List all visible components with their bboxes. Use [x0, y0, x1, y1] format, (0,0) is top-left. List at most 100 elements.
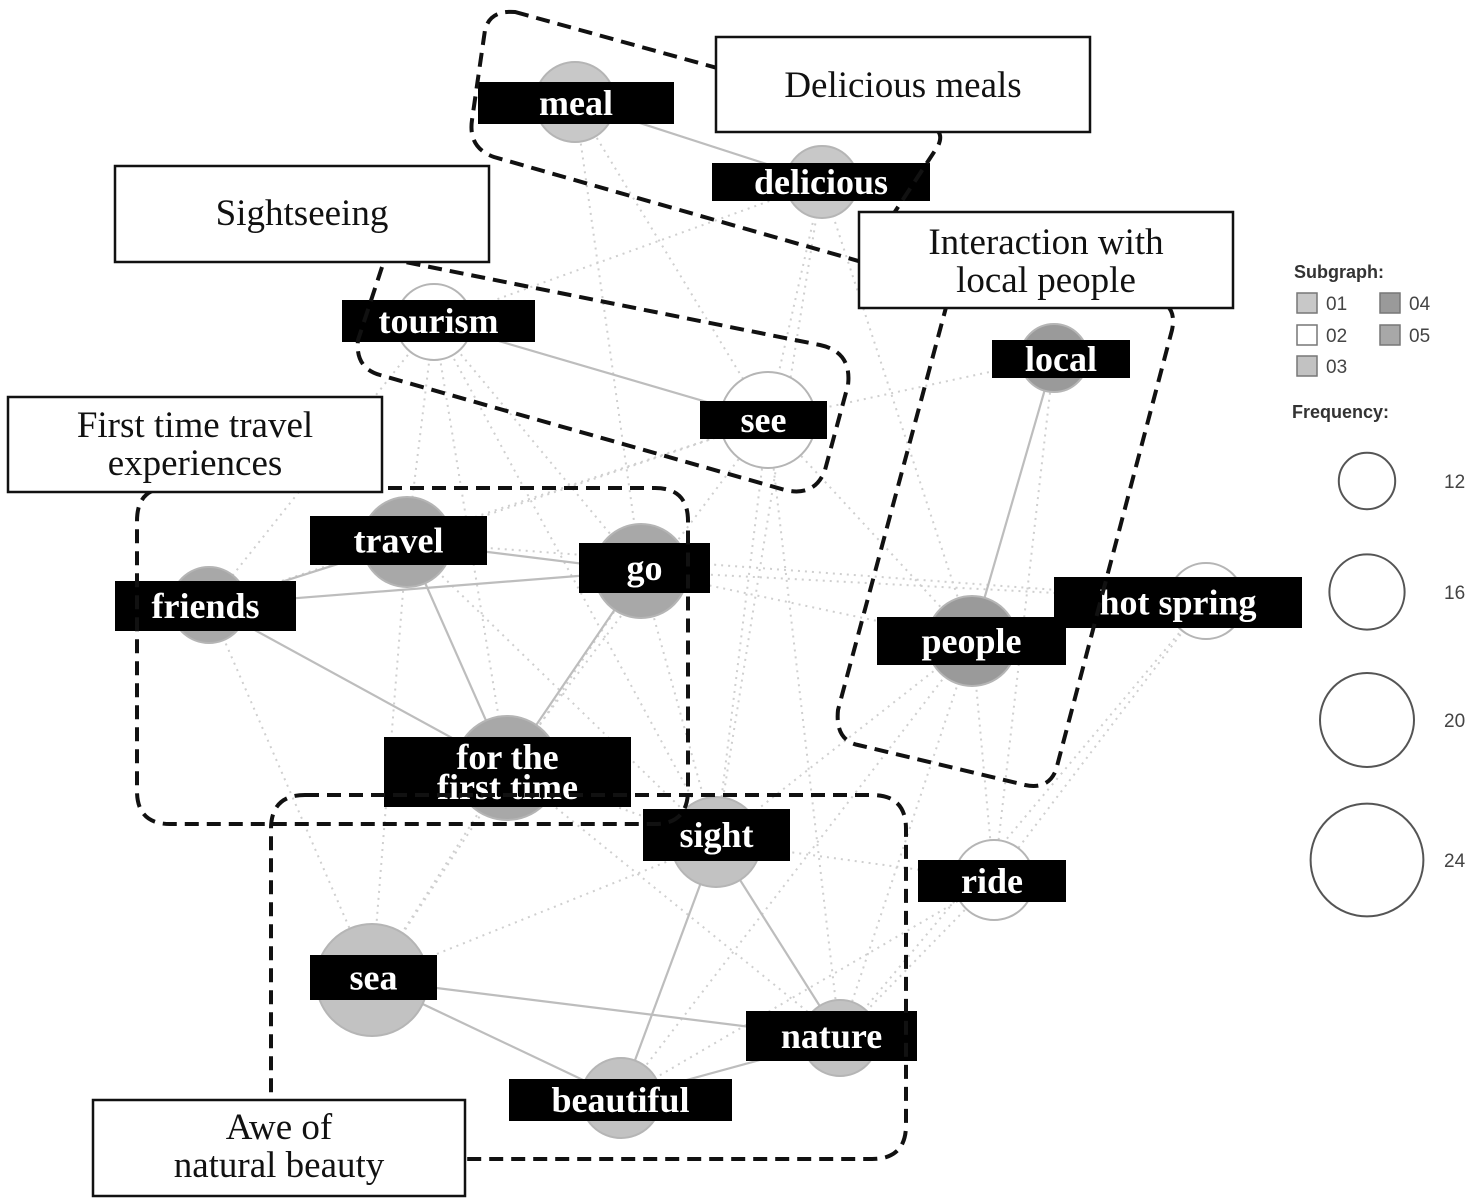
legend-subgraph-label-02: 02 [1326, 326, 1347, 347]
dotted-edge-see-nature [767, 419, 841, 1039]
node-label-beautiful: beautiful [551, 1080, 689, 1120]
dotted-edge-people-ride [971, 640, 995, 881]
dotted-edge-tourism-friends [208, 321, 435, 606]
node-label-bg-sight [643, 809, 790, 861]
dotted-edge-see-people [767, 419, 973, 642]
dotted-edge-meal-see [574, 101, 769, 421]
node-go: go [579, 523, 710, 619]
legend-frequency-label-16: 16 [1444, 583, 1465, 604]
dotted-edge-ride-beautiful [620, 879, 995, 1099]
legend-subgraph-label-01: 01 [1326, 294, 1347, 315]
node-label-bg-ride [918, 860, 1066, 902]
dotted-edge-meal-go [574, 101, 642, 572]
legend-subgraph-title: Subgraph: [1294, 262, 1384, 282]
node-label-nature: nature [781, 1016, 882, 1056]
callout-box-sightseeing [113, 164, 491, 264]
node-label-meal: meal [539, 83, 613, 123]
legend-swatch-03 [1296, 355, 1318, 377]
dotted-edge-tourism-sight [433, 321, 717, 843]
node-sight: sight [643, 796, 790, 888]
dotted-edge-friends-see [208, 419, 769, 606]
node-travel: travel [310, 496, 487, 588]
dotted-edge-tourism-go [433, 321, 642, 572]
node-label-see: see [741, 400, 787, 440]
legend-frequency-circle-24 [1309, 802, 1425, 918]
node-label-sight: sight [679, 815, 753, 855]
callout-sightseeing: Sightseeing [113, 164, 491, 264]
callout-box-awe [91, 1098, 467, 1198]
dotted-edge-delicious-tourism [433, 181, 823, 323]
node-label-bg-tourism [342, 300, 535, 342]
node-see: see [700, 371, 827, 469]
node-label-bg-hot_spring [1054, 577, 1302, 628]
node-tourism: tourism [342, 283, 535, 361]
dotted-edge-go-sea [371, 570, 642, 981]
legend-frequency-circle-20 [1319, 672, 1415, 768]
legend-frequency-label-12: 12 [1444, 472, 1465, 493]
dotted-edge-hot_spring-ride [993, 600, 1207, 881]
dotted-edge-see-sight [715, 419, 769, 843]
callout-label-delicious_meals: Delicious meals [784, 65, 1021, 106]
callout-delicious_meals: Delicious meals [714, 35, 1092, 134]
dotted-edge-travel-sight [406, 541, 717, 843]
dotted-edge-hot_spring-nature [839, 600, 1207, 1039]
callout-box-delicious_meals [714, 35, 1092, 134]
node-label-bg-sea [310, 955, 437, 1000]
node-label-ride: ride [961, 861, 1023, 901]
dotted-edge-sea-sight [371, 841, 717, 981]
node-label-tourism: tourism [379, 301, 499, 341]
legend-frequency-label-24: 24 [1444, 851, 1466, 872]
legend-subgraph-label-03: 03 [1326, 357, 1347, 378]
node-sea: sea [310, 923, 437, 1037]
solid-edge-local-people [970, 357, 1056, 642]
group-outline-sightseeing [355, 255, 851, 494]
node-label-delicious: delicious [754, 162, 888, 202]
node-label-people: people [921, 621, 1021, 661]
dotted-edge-people-sight [715, 640, 973, 843]
node-label-bg-local [992, 340, 1130, 378]
callout-label-sightseeing: Sightseeing [216, 193, 389, 234]
node-label-friends: friends [152, 586, 260, 626]
node-label-bg-see [700, 401, 827, 439]
node-label-bg-delicious [712, 163, 930, 201]
dotted-edge-go-sight [640, 570, 717, 843]
node-label-bg-nature [746, 1011, 917, 1061]
dotted-edge-sight-ride [715, 841, 995, 881]
node-label-go: go [627, 548, 663, 588]
node-label-travel: travel [354, 521, 444, 561]
node-nature: nature [746, 999, 917, 1077]
node-meal: meal [478, 61, 674, 143]
dotted-edge-first_time-nature [506, 767, 841, 1039]
legend-swatch-04 [1379, 292, 1401, 314]
legend-frequency-title: Frequency: [1292, 402, 1389, 422]
legend-frequency-circle-16 [1328, 553, 1406, 631]
legend-frequency-circle-12 [1337, 451, 1397, 511]
dotted-edge-travel-hot_spring [406, 541, 1207, 602]
node-hot_spring: hot spring [1054, 562, 1302, 640]
node-local: local [992, 323, 1130, 393]
node-beautiful: beautiful [509, 1057, 732, 1139]
callout-box-first_time_travel [6, 395, 384, 494]
legend-subgraph-label-05: 05 [1409, 326, 1430, 347]
node-label-bg-beautiful [509, 1079, 732, 1121]
node-label-bg-travel [310, 516, 487, 565]
group-outline-awe [269, 793, 908, 1161]
node-people: people [877, 595, 1066, 687]
node-friends: friends [115, 566, 296, 644]
dotted-edge-friends-sea [208, 604, 373, 981]
legend-swatch-02 [1296, 324, 1318, 346]
callout-box-interaction [857, 210, 1235, 310]
node-label-hot_spring: hot spring [1099, 583, 1256, 623]
node-label-bg-people [877, 617, 1066, 665]
legend-subgraph-label-04: 04 [1409, 294, 1431, 315]
dotted-edge-people-beautiful [620, 640, 973, 1099]
node-delicious: delicious [712, 145, 930, 219]
